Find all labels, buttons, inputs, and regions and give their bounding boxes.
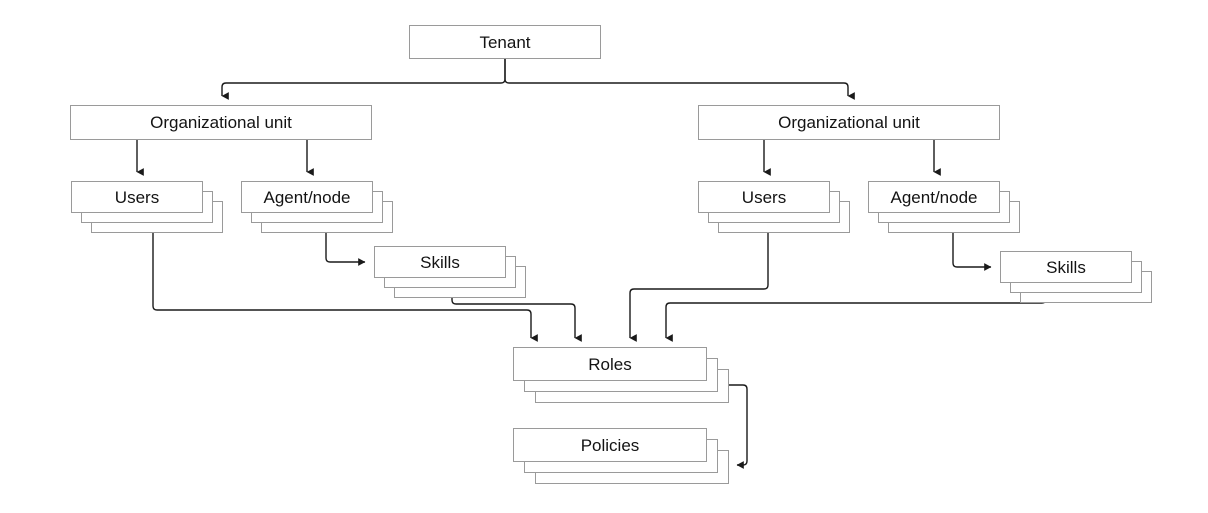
node-users-left-face: Users <box>71 181 203 213</box>
node-agent-node-left-label: Agent/node <box>263 187 351 207</box>
edge-tenant-to-ou-left <box>221 59 506 100</box>
node-skills-right-label: Skills <box>1046 257 1086 277</box>
edge-agent-left-to-skills-left <box>325 233 366 266</box>
node-users-right-label: Users <box>741 187 787 207</box>
node-users-left-label: Users <box>114 187 160 207</box>
edge-agent-right-to-skills-right <box>952 233 992 271</box>
node-roles-face: Roles <box>513 347 707 381</box>
node-tenant[interactable]: Tenant <box>409 25 601 59</box>
node-agent-node-right-face: Agent/node <box>868 181 1000 213</box>
node-tenant-label: Tenant <box>479 32 531 52</box>
node-organizational-unit-left-label: Organizational unit <box>150 113 292 132</box>
node-organizational-unit-right-face: Organizational unit <box>698 105 1000 140</box>
node-policies-face: Policies <box>513 428 707 462</box>
node-organizational-unit-right-label: Organizational unit <box>778 113 920 132</box>
node-roles[interactable]: Roles <box>513 347 729 403</box>
node-organizational-unit-left-face: Organizational unit <box>70 105 372 140</box>
node-policies-label: Policies <box>580 435 640 455</box>
node-tenant-face: Tenant <box>409 25 601 59</box>
node-skills-right[interactable]: Skills <box>1000 251 1152 303</box>
node-agent-node-left[interactable]: Agent/node <box>241 181 393 233</box>
edge-users-right-to-roles <box>629 233 769 342</box>
node-users-right[interactable]: Users <box>698 181 850 233</box>
node-policies[interactable]: Policies <box>513 428 729 484</box>
node-users-left[interactable]: Users <box>71 181 223 233</box>
node-organizational-unit-left[interactable]: Organizational unit <box>70 105 372 140</box>
node-skills-left[interactable]: Skills <box>374 246 526 298</box>
node-agent-node-left-face: Agent/node <box>241 181 373 213</box>
node-skills-right-face: Skills <box>1000 251 1132 283</box>
node-agent-node-right-label: Agent/node <box>890 187 978 207</box>
node-agent-node-right[interactable]: Agent/node <box>868 181 1020 233</box>
node-skills-left-face: Skills <box>374 246 506 278</box>
edge-tenant-to-ou-right <box>504 59 855 100</box>
node-organizational-unit-right[interactable]: Organizational unit <box>698 105 1000 140</box>
node-skills-left-label: Skills <box>420 252 460 272</box>
edge-skills-left-to-roles <box>451 298 582 342</box>
edge-skills-right-to-roles <box>665 298 1047 342</box>
node-roles-label: Roles <box>588 354 632 374</box>
node-users-right-face: Users <box>698 181 830 213</box>
edge-roles-to-policies <box>728 384 748 469</box>
